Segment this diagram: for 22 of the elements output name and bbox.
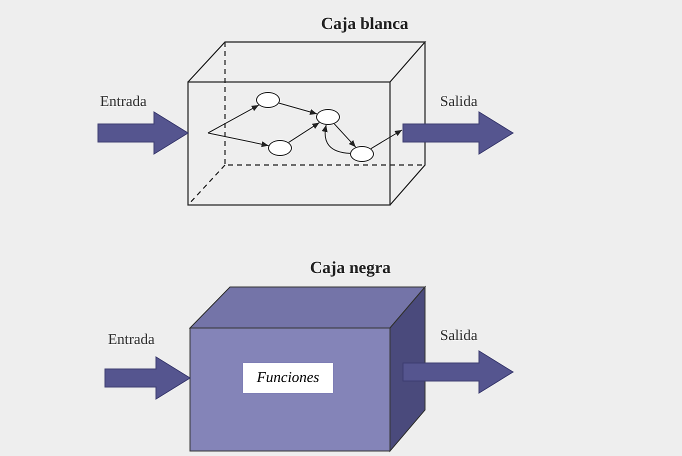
arrow (208, 132, 270, 148)
state-ellipse (256, 92, 280, 108)
block-arrow (98, 111, 189, 155)
state-ellipse (350, 146, 374, 162)
state-ellipse (316, 109, 340, 125)
arrow (288, 122, 320, 143)
block-arrow (104, 356, 191, 400)
state-ellipse (268, 140, 292, 156)
arrow (334, 123, 356, 148)
block-arrow (402, 350, 514, 394)
box-title: Caja negra (310, 258, 391, 278)
io-label: Entrada (108, 332, 155, 349)
block-arrow (402, 111, 514, 155)
box-title: Caja blanca (321, 14, 408, 34)
io-label: Salida (440, 94, 478, 111)
function-label-box: Funciones (243, 363, 333, 393)
arrow (208, 104, 260, 134)
io-label: Entrada (100, 94, 147, 111)
arrow (278, 102, 318, 115)
io-label: Salida (440, 328, 478, 345)
arrow (370, 130, 402, 150)
arrow (322, 124, 351, 154)
